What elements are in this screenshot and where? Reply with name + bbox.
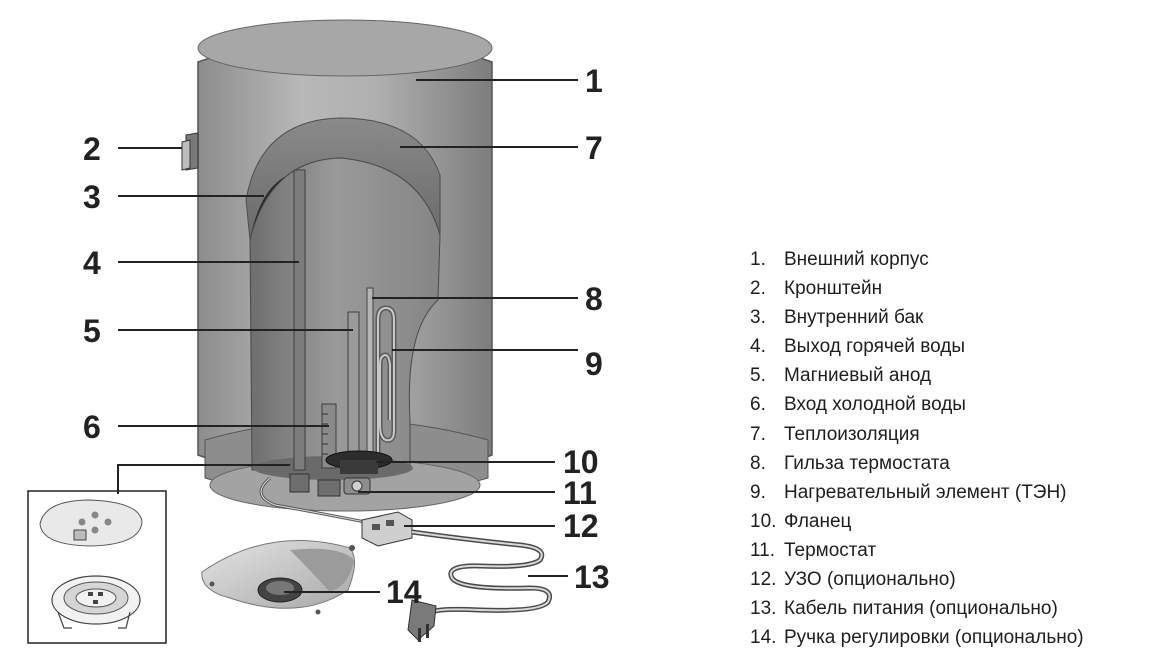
legend-label: Кронштейн xyxy=(784,278,883,300)
legend-item: 1. Внешний корпус xyxy=(750,245,1155,274)
legend-item: 13. Кабель питания (опционально) xyxy=(750,594,1155,623)
callout-10: 10 xyxy=(563,444,599,480)
callout-2: 2 xyxy=(83,131,101,167)
legend-label: Внутренний бак xyxy=(784,307,924,329)
legend-number: 12. xyxy=(750,569,777,591)
callout-12: 12 xyxy=(563,508,599,544)
legend-number: 7. xyxy=(750,423,766,445)
legend-item: 10. Фланец xyxy=(750,507,1155,536)
legend-number: 5. xyxy=(750,365,766,387)
legend-number: 6. xyxy=(750,394,766,416)
legend-label: Вход холодной воды xyxy=(784,394,966,416)
flange xyxy=(325,450,393,474)
leader-lines xyxy=(117,79,578,593)
legend-label: Нагревательный элемент (ТЭН) xyxy=(784,481,1067,503)
legend-item: 4. Выход горячей воды xyxy=(750,332,1155,361)
legend-label: УЗО (опционально) xyxy=(784,569,956,591)
legend-label: Гильза термостата xyxy=(784,452,950,474)
legend-number: 4. xyxy=(750,336,766,358)
callout-3: 3 xyxy=(83,179,101,215)
legend-item: 14. Ручка регулировки (опционально) xyxy=(750,623,1155,652)
legend-label: Внешний корпус xyxy=(784,249,929,270)
legend-number: 14. xyxy=(750,627,777,649)
legend-label: Выход горячей воды xyxy=(784,336,965,358)
callout-13: 13 xyxy=(574,559,610,595)
legend-label: Магниевый анод xyxy=(784,365,932,387)
cold-water-inlet xyxy=(317,403,341,497)
callout-1: 1 xyxy=(585,63,603,99)
legend-label: Теплоизоляция xyxy=(784,423,920,445)
flange-detail-inset xyxy=(27,490,167,644)
bracket xyxy=(181,132,199,171)
legend-item: 5. Магниевый анод xyxy=(750,361,1155,390)
legend-label: Ручка регулировки (опционально) xyxy=(784,627,1084,649)
legend-list: 1. Внешний корпус 2. Кронштейн 3. Внутренни… xyxy=(750,245,1155,652)
legend-item: 2. Кронштейн xyxy=(750,274,1155,303)
hot-water-pipe xyxy=(289,169,310,493)
callout-5: 5 xyxy=(83,313,101,349)
callout-8: 8 xyxy=(585,281,603,317)
callout-7: 7 xyxy=(585,130,603,166)
adjustment-knob xyxy=(257,577,303,603)
legend-number: 9. xyxy=(750,481,766,503)
legend-number: 10. xyxy=(750,510,777,532)
thermostat xyxy=(343,477,371,495)
legend-number: 13. xyxy=(750,598,777,620)
legend-number: 2. xyxy=(750,278,766,300)
legend-label: Термостат xyxy=(784,539,877,561)
legend-number: 11. xyxy=(750,539,776,561)
legend-number: 3. xyxy=(750,307,766,329)
legend-number: 1. xyxy=(750,249,766,270)
heating-element xyxy=(375,305,397,455)
rcd-device xyxy=(361,511,413,547)
power-cable xyxy=(411,529,552,615)
legend-item: 7. Теплоизоляция xyxy=(750,420,1155,449)
callout-6: 6 xyxy=(83,409,101,445)
callout-4: 4 xyxy=(83,245,101,281)
legend-number: 8. xyxy=(750,452,766,474)
legend-item: 6. Вход холодной воды xyxy=(750,390,1155,419)
magnesium-anode xyxy=(347,311,360,458)
legend-label: Кабель питания (опционально) xyxy=(784,598,1058,620)
callout-11: 11 xyxy=(563,475,597,511)
callout-9: 9 xyxy=(585,346,603,382)
legend-item: 11. Термостат xyxy=(750,536,1155,565)
plug-icon xyxy=(407,599,437,642)
internal-wire-highlight xyxy=(260,477,366,523)
thermostat-sleeve xyxy=(366,287,374,459)
legend-label: Фланец xyxy=(784,510,852,532)
legend-item: 3. Внутренний бак xyxy=(750,303,1155,332)
legend-item: 9. Нагревательный элемент (ТЭН) xyxy=(750,478,1155,507)
bottom-cover xyxy=(201,539,355,615)
callout-14: 14 xyxy=(386,574,422,610)
legend-item: 8. Гильза термостата xyxy=(750,449,1155,478)
legend-item: 12. УЗО (опционально) xyxy=(750,565,1155,594)
